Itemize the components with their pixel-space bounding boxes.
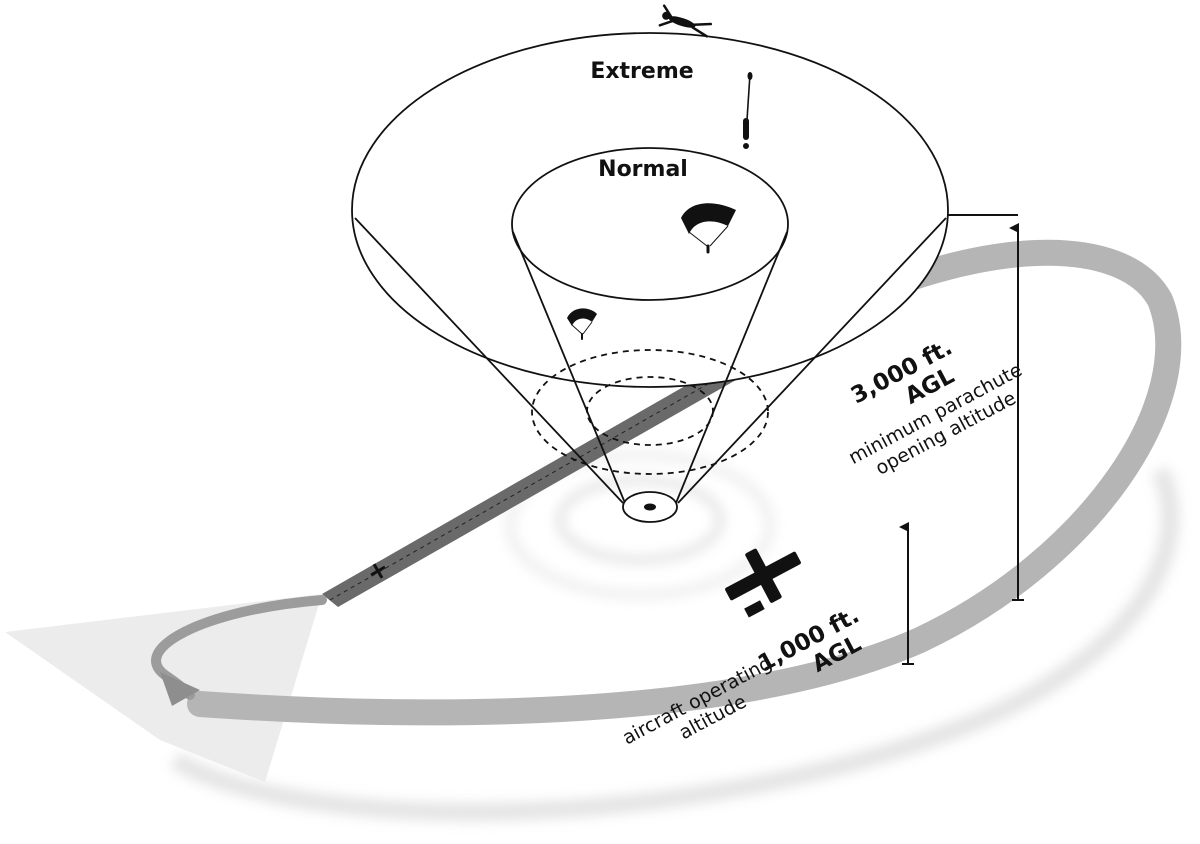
target-center [644,503,656,511]
deploying-skydiver-icon [743,72,753,149]
pattern-ground-shadow [170,450,1180,821]
freefall-skydiver-icon [658,4,713,38]
extreme-zone-label: Extreme [590,59,693,84]
descent-cone [351,32,949,523]
turn-area-shadow [5,594,322,782]
traffic-pattern-loop [187,239,1182,726]
jump-run-aircraft-icon [370,563,386,579]
parachute-altitude-arrow [948,214,1024,601]
normal-zone-label: Normal [598,157,688,182]
parachutist-icon [681,203,736,254]
turn-arrowhead [160,672,200,706]
aircraft-icon [725,548,801,618]
aircraft-altitude-arrow [899,522,914,665]
small-parachutist-icon [567,308,597,340]
